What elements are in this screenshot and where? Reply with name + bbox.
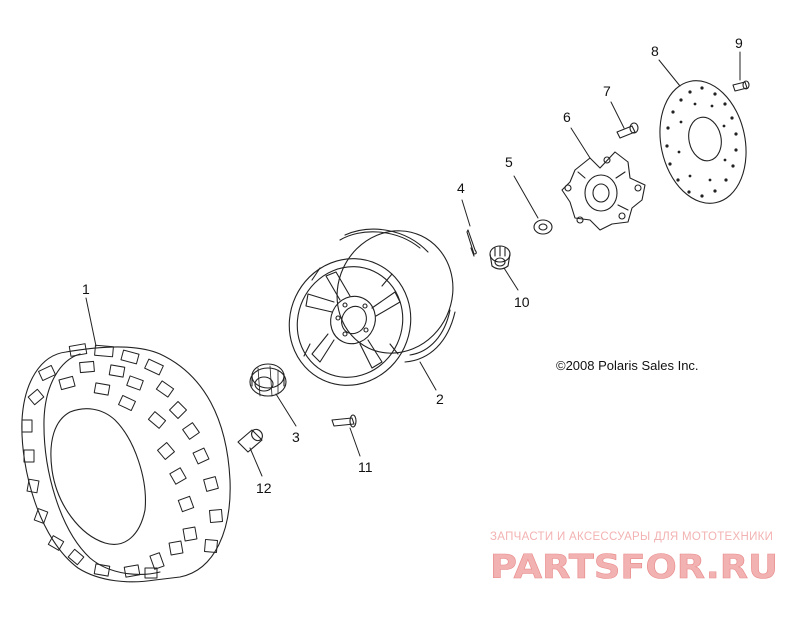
lug-nut: [237, 428, 263, 453]
leader-lines: [85, 51, 741, 477]
leader-line-3: [275, 393, 297, 427]
brake-disc: [659, 80, 747, 204]
callout-2: 2: [436, 391, 444, 407]
callout-1: 1: [82, 281, 90, 297]
castle-nut: [489, 245, 511, 270]
leader-line-10: [503, 267, 519, 291]
callout-6: 6: [563, 109, 571, 125]
leader-line-1: [85, 297, 97, 347]
leader-line-12: [249, 447, 263, 477]
disc-bolt: [732, 80, 750, 92]
leader-line-5: [513, 175, 539, 219]
copyright-notice: ©2008 Polaris Sales Inc.: [556, 358, 699, 373]
hub-bolt: [616, 122, 639, 139]
callout-8: 8: [651, 43, 659, 59]
callout-11: 11: [358, 459, 373, 475]
callout-4: 4: [457, 180, 465, 196]
wheel-rim: [288, 228, 456, 386]
callout-numbers: 1 2 3 4 5 6 7 8 9 10 11 12: [82, 35, 743, 496]
washer: [533, 219, 553, 235]
tire: [21, 343, 231, 583]
leader-line-6: [570, 127, 591, 159]
cotter-pin: [466, 229, 477, 257]
wheel-hub: [561, 151, 646, 231]
leader-line-11: [349, 427, 361, 457]
callout-10: 10: [514, 294, 530, 310]
callout-7: 7: [603, 83, 611, 99]
wheel-bearing: [249, 363, 287, 397]
wheel-stud: [331, 414, 357, 428]
leader-line-7: [610, 101, 625, 129]
watermark-logo: PARTSFOR.RU: [490, 548, 778, 582]
callout-12: 12: [256, 480, 272, 496]
callout-3: 3: [292, 429, 300, 445]
callout-9: 9: [735, 35, 743, 51]
leader-line-8: [658, 59, 681, 87]
callout-5: 5: [505, 154, 513, 170]
watermark-logo-text: PARTSFOR.RU: [490, 548, 778, 582]
leader-line-2: [419, 361, 437, 391]
leader-line-4: [461, 199, 471, 227]
watermark-tagline: ЗАПЧАСТИ И АКСЕССУАРЫ ДЛЯ МОТОТЕХНИКИ: [490, 531, 774, 543]
